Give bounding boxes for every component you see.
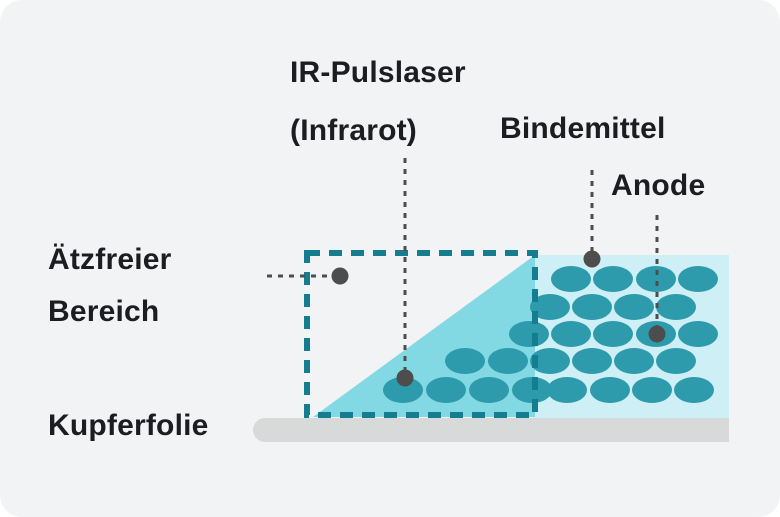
anode-particle bbox=[547, 377, 587, 403]
anode-particle bbox=[614, 294, 654, 320]
anode-particle bbox=[551, 266, 591, 292]
copper-foil-bar bbox=[253, 418, 729, 442]
anode-particle bbox=[614, 348, 654, 374]
anode-particle bbox=[632, 377, 672, 403]
anode-particle bbox=[551, 321, 591, 347]
anode-particle bbox=[656, 294, 696, 320]
anode-particle bbox=[530, 294, 570, 320]
anode-particle bbox=[469, 377, 509, 403]
anode-particle bbox=[593, 321, 633, 347]
ir-pulslaser-leader-dot bbox=[396, 369, 414, 387]
anode-particle bbox=[530, 348, 570, 374]
anode-particle bbox=[678, 321, 718, 347]
atzfreier-leader-dot bbox=[331, 267, 349, 285]
anode-particle bbox=[383, 377, 423, 403]
atzfreier-bereich-label-line2: Bereich bbox=[48, 295, 160, 328]
laser-exposed-region bbox=[313, 255, 535, 417]
anode-particle bbox=[572, 348, 612, 374]
anode-particle bbox=[426, 377, 466, 403]
anode-particle bbox=[590, 377, 630, 403]
anode-particle bbox=[488, 348, 528, 374]
kupferfolie-label: Kupferfolie bbox=[48, 409, 209, 442]
atzfreier-bereich-label-line1: Ätzfreier bbox=[48, 243, 172, 276]
anode-particle bbox=[656, 348, 696, 374]
anode-particle bbox=[572, 294, 612, 320]
bindemittel-leader-dot bbox=[583, 250, 601, 268]
anode-particle bbox=[674, 377, 714, 403]
anode-particle bbox=[445, 348, 485, 374]
anode-leader-dot bbox=[648, 325, 666, 343]
anode-particle bbox=[636, 266, 676, 292]
ir-pulslaser-label-line1: IR-Pulslaser bbox=[290, 56, 466, 89]
bindemittel-label: Bindemittel bbox=[500, 112, 666, 145]
ir-pulslaser-label: IR-Pulslaser (Infrarot) bbox=[290, 44, 466, 160]
atzfreier-bereich-label: Ätzfreier Bereich bbox=[48, 234, 172, 338]
anode-label: Anode bbox=[611, 169, 706, 202]
anode-particle bbox=[593, 266, 633, 292]
etch-free-region-outline bbox=[304, 250, 538, 418]
anode-particle bbox=[509, 321, 549, 347]
ir-pulslaser-label-line2: (Infrarot) bbox=[290, 114, 417, 147]
anode-particle bbox=[678, 266, 718, 292]
